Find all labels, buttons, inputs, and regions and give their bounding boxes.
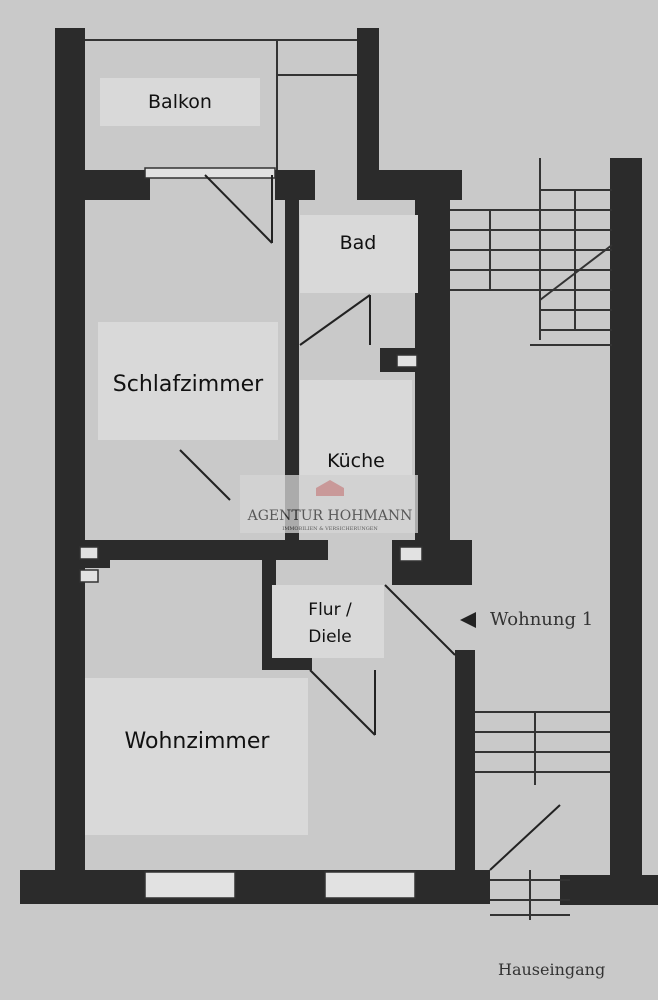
room-label-flur-line1: Flur / <box>308 600 352 620</box>
room-balkon: Balkon <box>100 78 260 126</box>
watermark-tagline: IMMOBILIEN & VERSICHERUNGEN <box>282 526 378 532</box>
room-label-bad: Bad <box>340 232 377 254</box>
room-schlafzimmer: Schlafzimmer <box>98 322 278 440</box>
staircase-upper <box>450 158 613 346</box>
wohnung-label: Wohnung 1 <box>490 609 593 630</box>
room-label-schlafzimmer: Schlafzimmer <box>113 372 264 397</box>
wohnung-marker: Wohnung 1 <box>460 609 593 630</box>
room-bad: Bad <box>300 215 418 293</box>
staircase-lower <box>475 711 610 920</box>
room-label-flur-line2: Diele <box>308 627 351 647</box>
windows <box>79 167 423 899</box>
room-kueche: Küche <box>300 380 412 475</box>
room-wohnzimmer: Wohnzimmer <box>85 678 308 835</box>
room-label-kueche: Küche <box>327 450 385 472</box>
triangle-pointer-icon <box>460 612 476 628</box>
balcony-structure <box>85 39 357 170</box>
watermark: AGENTUR HOHMANN IMMOBILIEN & VERSICHERUN… <box>240 475 418 533</box>
doors <box>179 174 561 871</box>
room-flur: Flur / Diele <box>272 585 384 658</box>
watermark-house-icon <box>316 480 344 496</box>
room-label-wohnzimmer: Wohnzimmer <box>125 729 271 754</box>
watermark-name: AGENTUR HOHMANN <box>247 508 413 524</box>
room-label-balkon: Balkon <box>148 91 212 113</box>
hauseingang-label: Hauseingang <box>498 960 605 979</box>
